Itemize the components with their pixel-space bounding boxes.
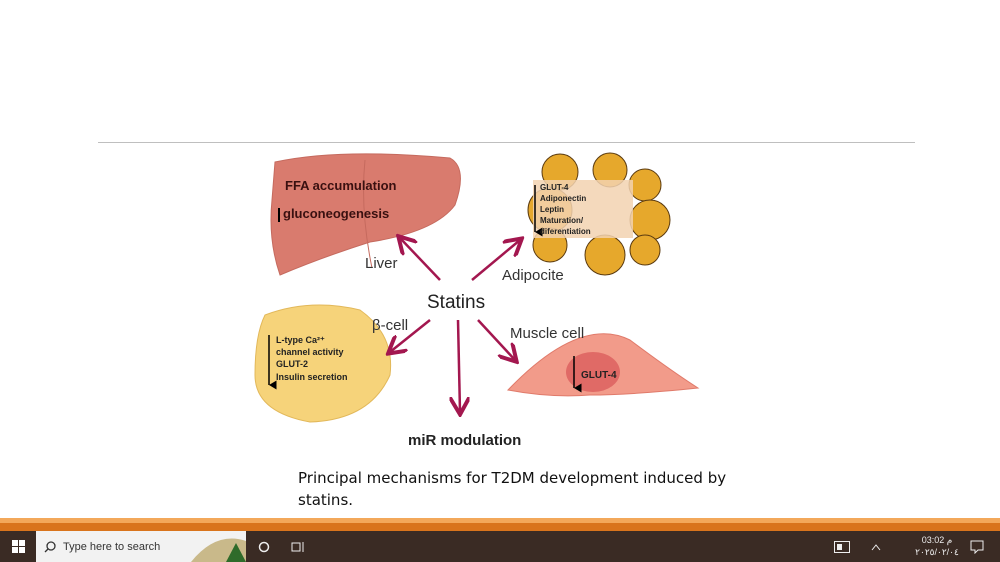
accent-band (0, 523, 1000, 531)
adipocite-label: Adipocite (502, 267, 564, 284)
search-placeholder: Type here to search (63, 540, 161, 553)
notification-icon (970, 540, 984, 554)
mechanism-figure: FFA accumulation gluconeogenesis GLUT-4 … (254, 152, 700, 449)
notifications-button[interactable] (966, 531, 988, 562)
search-box[interactable]: Type here to search (36, 531, 246, 562)
date: ٢٠٢٥/٠٢/٠٤ (915, 547, 959, 557)
beta-label: β-cell (372, 317, 408, 334)
time: 03:02 م (921, 535, 953, 545)
start-button[interactable] (6, 531, 30, 562)
beta-cell-shape (254, 304, 392, 423)
adipo-item: diferentiation (540, 227, 591, 236)
beta-item: L-type Ca²⁺ (276, 335, 325, 345)
adipo-item: Leptin (540, 205, 564, 214)
liver-line2: gluconeogenesis (283, 206, 389, 221)
chevron-up-icon (871, 543, 881, 550)
task-view-icon (291, 541, 304, 552)
news-icon (834, 540, 850, 553)
liver-label: Liver (365, 255, 398, 272)
accent-band (0, 518, 1000, 523)
slide: FFA accumulation gluconeogenesis GLUT-4 … (98, 142, 915, 509)
beta-item: GLUT-2 (276, 359, 308, 369)
taskbar: Type here to search 03:02 م ٢٠٢٥/٠٢/٠٤ (0, 531, 1000, 562)
cortana-icon (258, 541, 270, 552)
search-highlight-image (191, 538, 246, 562)
adipo-item: Adiponectin (540, 194, 586, 203)
adipo-item: GLUT-4 (540, 183, 569, 192)
windows-icon (11, 540, 25, 553)
muscle-item: GLUT-4 (581, 370, 617, 381)
divider (98, 142, 915, 143)
clock[interactable]: 03:02 م ٢٠٢٥/٠٢/٠٤ (912, 534, 962, 558)
beta-item: channel activity (276, 347, 344, 357)
liver-line1: FFA accumulation (285, 178, 397, 193)
mir-label: miR modulation (408, 432, 521, 449)
beta-item: Insulin secretion (276, 372, 348, 382)
task-view-button[interactable] (288, 531, 308, 562)
liver-shape (270, 153, 461, 276)
search-icon (44, 540, 56, 552)
muscle-label: Muscle cell (510, 325, 584, 342)
show-hidden-icons-button[interactable] (866, 531, 886, 562)
center-label: Statins (427, 292, 485, 313)
news-button[interactable] (830, 531, 854, 562)
adipo-item: Maturation/ (540, 216, 584, 225)
caption: Principal mechanisms for T2DM developmen… (298, 469, 727, 509)
cortana-button[interactable] (254, 531, 274, 562)
